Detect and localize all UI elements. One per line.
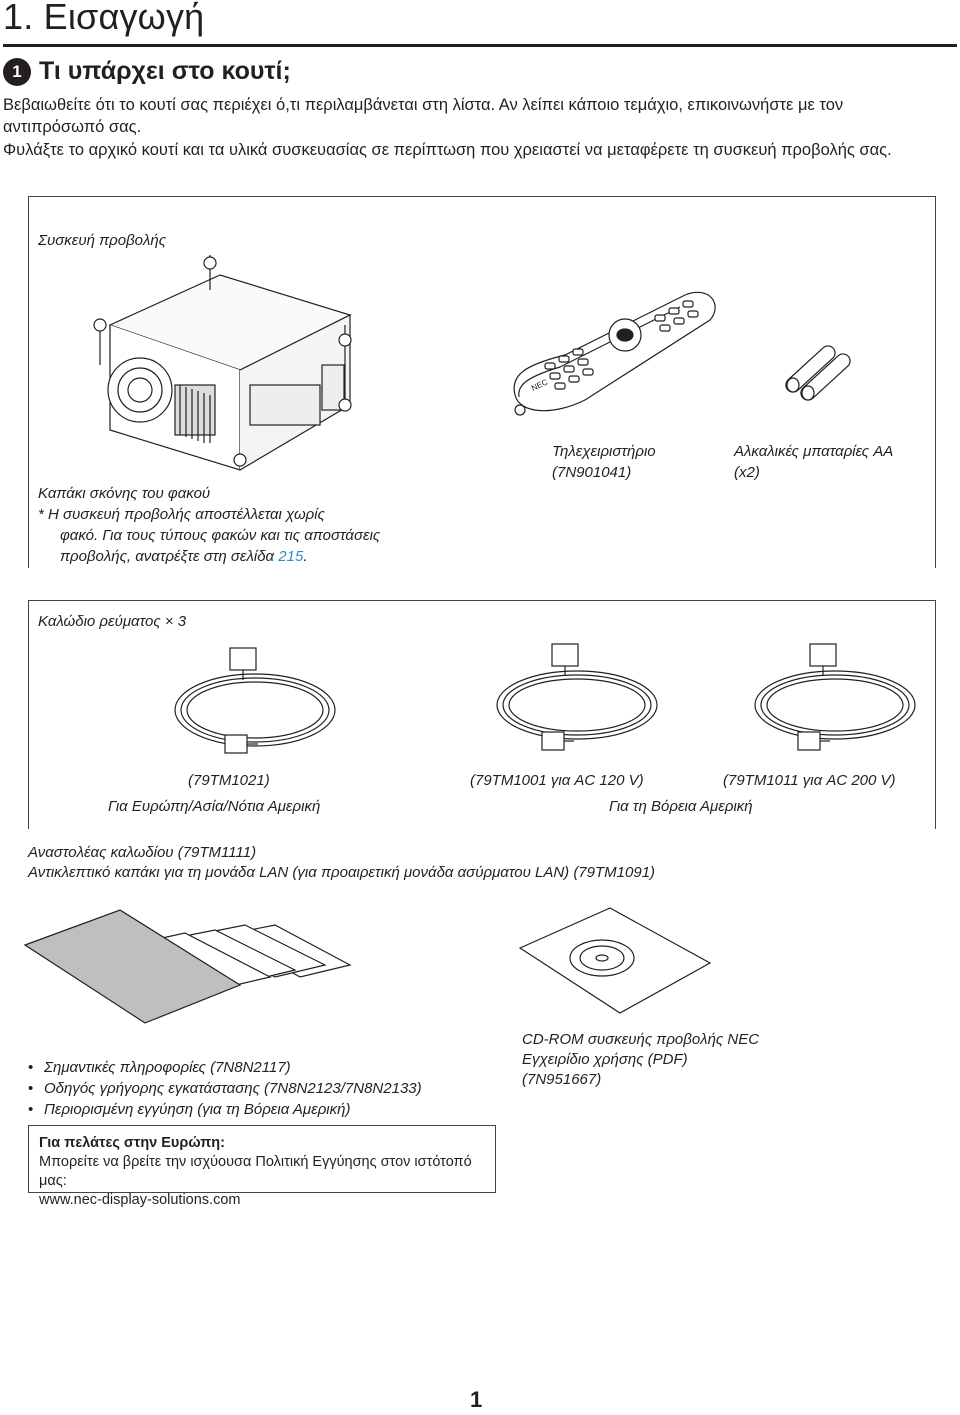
accessory-line-1: Αναστολέας καλωδίου (79TM1111) — [28, 844, 257, 861]
header-rule — [3, 44, 957, 47]
cdrom-line-3: (7N951667) — [522, 1071, 602, 1088]
europe-note-line-1: Μπορείτε να βρείτε την ισχύουσα Πολιτική… — [39, 1154, 472, 1189]
document-item: Σημαντικές πληροφορίες (7N8N2117) — [28, 1057, 422, 1078]
europe-customers-note: Για πελάτες στην Ευρώπη: Μπορείτε να βρε… — [28, 1125, 496, 1208]
chapter-title: 1. Εισαγωγή — [3, 0, 205, 37]
remote-label: Τηλεχειριστήριο — [552, 443, 656, 460]
batteries-label: Αλκαλικές μπαταρίες AA — [734, 443, 894, 460]
projector-note-end: . — [303, 548, 308, 565]
cord1-code: (79TM1021) — [188, 772, 270, 789]
document-item: Περιορισμένη εγγύηση (για τη Βόρεια Αμερ… — [28, 1099, 422, 1120]
intro-line-2: αντιπρόσωπό σας. — [3, 118, 142, 136]
contents-frame-top — [28, 196, 936, 568]
remote-code: (7N901041) — [552, 464, 632, 481]
cord3-code: (79TM1011 για AC 200 V) — [723, 772, 896, 789]
section-number-badge: 1 — [3, 57, 31, 86]
document-list: Σημαντικές πληροφορίες (7N8N2117) Οδηγός… — [28, 1057, 422, 1120]
europe-note-url[interactable]: www.nec-display-solutions.com — [39, 1192, 241, 1208]
section-title: Τι υπάρχει στο κουτί; — [39, 57, 291, 85]
power-cord-label: Καλώδιο ρεύματος × 3 — [38, 613, 187, 630]
power-cord-120v-illustration — [496, 643, 658, 751]
cdrom-line-1: CD-ROM συσκευής προβολής NEC — [522, 1031, 760, 1048]
projector-note-line-3: προβολής, ανατρέξτε στη σελίδα 215. — [60, 546, 307, 567]
page-number: 1 — [470, 1387, 483, 1412]
projector-illustration — [93, 255, 352, 471]
documents-illustration — [23, 909, 352, 1024]
lens-cap-label: Καπάκι σκόνης του φακού — [38, 485, 211, 502]
cdrom-line-2: Εγχειρίδιο χρήσης (PDF) — [522, 1051, 688, 1068]
projector-note-text: προβολής, ανατρέξτε στη σελίδα — [60, 548, 279, 565]
projector-note-line-1: * Η συσκευή προβολής αποστέλλεται χωρίς — [38, 506, 325, 523]
cd-rom-illustration — [518, 907, 712, 1014]
projector-label: Συσκευή προβολής — [38, 232, 167, 249]
section-heading: 1 Τι υπάρχει στο κουτί; — [3, 57, 291, 86]
cord2-code: (79TM1001 για AC 120 V) — [470, 772, 644, 789]
power-cord-frame — [28, 600, 936, 829]
intro-line-1: Βεβαιωθείτε ότι το κουτί σας περιέχει ό,… — [3, 96, 844, 114]
batteries-qty: (x2) — [734, 464, 760, 481]
power-cord-eu-illustration — [174, 647, 336, 754]
page-215-link[interactable]: 215 — [278, 548, 304, 565]
accessory-line-2: Αντικλεπτικό καπάκι για τη μονάδα LAN (γ… — [28, 864, 656, 881]
projector-note-line-2: φακό. Για τους τύπους φακών και τις αποσ… — [60, 527, 381, 544]
cord1-region: Για Ευρώπη/Ασία/Νότια Αμερική — [108, 798, 321, 815]
remote-control-illustration: NEC — [513, 291, 716, 416]
power-cord-200v-illustration — [754, 643, 916, 751]
document-item: Οδηγός γρήγορης εγκατάστασης (7N8N2123/7… — [28, 1078, 422, 1099]
cord23-region: Για τη Βόρεια Αμερική — [609, 798, 753, 815]
batteries-illustration — [785, 345, 851, 401]
europe-note-title: Για πελάτες στην Ευρώπη: — [39, 1135, 225, 1151]
intro-line-3: Φυλάξτε το αρχικό κουτί και τα υλικά συσ… — [3, 141, 892, 159]
